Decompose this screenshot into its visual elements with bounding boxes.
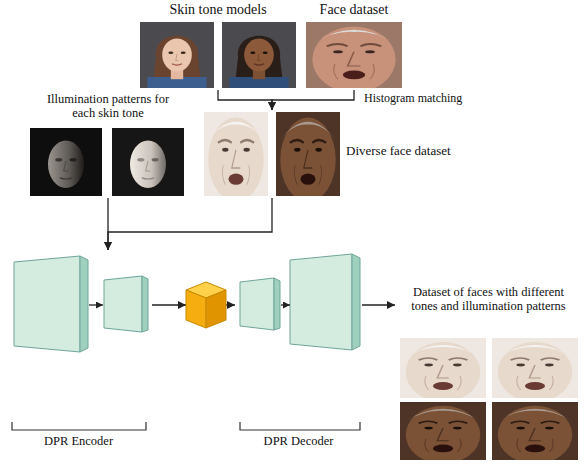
network-block: DPR Decoder [235,250,362,458]
bottleneck-cube [186,282,226,328]
flow-arrow [272,90,354,110]
edge-label: Histogram matching [362,92,464,106]
image-group: Face dataset [304,2,404,90]
diverse-face-photo [204,112,268,202]
image-group: Dataset of faces with different tones an… [395,285,582,463]
group-heading: Skin tone models [138,2,298,18]
face-photo [306,22,402,92]
flow-arrow [362,304,395,305]
illumination-photo [112,128,184,196]
output-face-photo [492,402,578,464]
layer-arrow-head [178,301,186,309]
skin-tone-photo [222,22,296,88]
image-group: Diverse face dataset [200,110,472,198]
network-block: DPR Encoder [5,250,152,458]
encoder-layer-slab [14,256,88,352]
group-heading: Dataset of faces with different tones an… [399,285,578,314]
output-face-photo [492,338,578,402]
output-face-photo [400,402,486,464]
image-group: Skin tone models [138,2,298,90]
encoder-bracket [12,422,146,430]
block-label: DPR Decoder [235,434,362,448]
group-heading: Face dataset [304,2,404,18]
encoder-layer-slab [104,276,148,332]
flow-arrow [218,90,272,110]
decoder-bracket [240,422,360,430]
diverse-face-photo [276,112,340,202]
group-heading: Illumination patterns for each skin tone [43,92,173,121]
block-label: DPR Encoder [5,434,152,448]
layer-arrow [89,304,103,305]
decoder-layer-slab [290,254,360,350]
illumination-photo [30,128,102,196]
flow-arrow [108,198,272,250]
output-face-photo [400,338,486,402]
image-group: Illumination patterns for each skin tone [26,92,190,198]
skin-tone-photo [140,22,214,88]
group-label: Diverse face dataset [346,144,470,159]
decoder-layer-slab [240,278,280,330]
layer-arrow [281,304,290,305]
